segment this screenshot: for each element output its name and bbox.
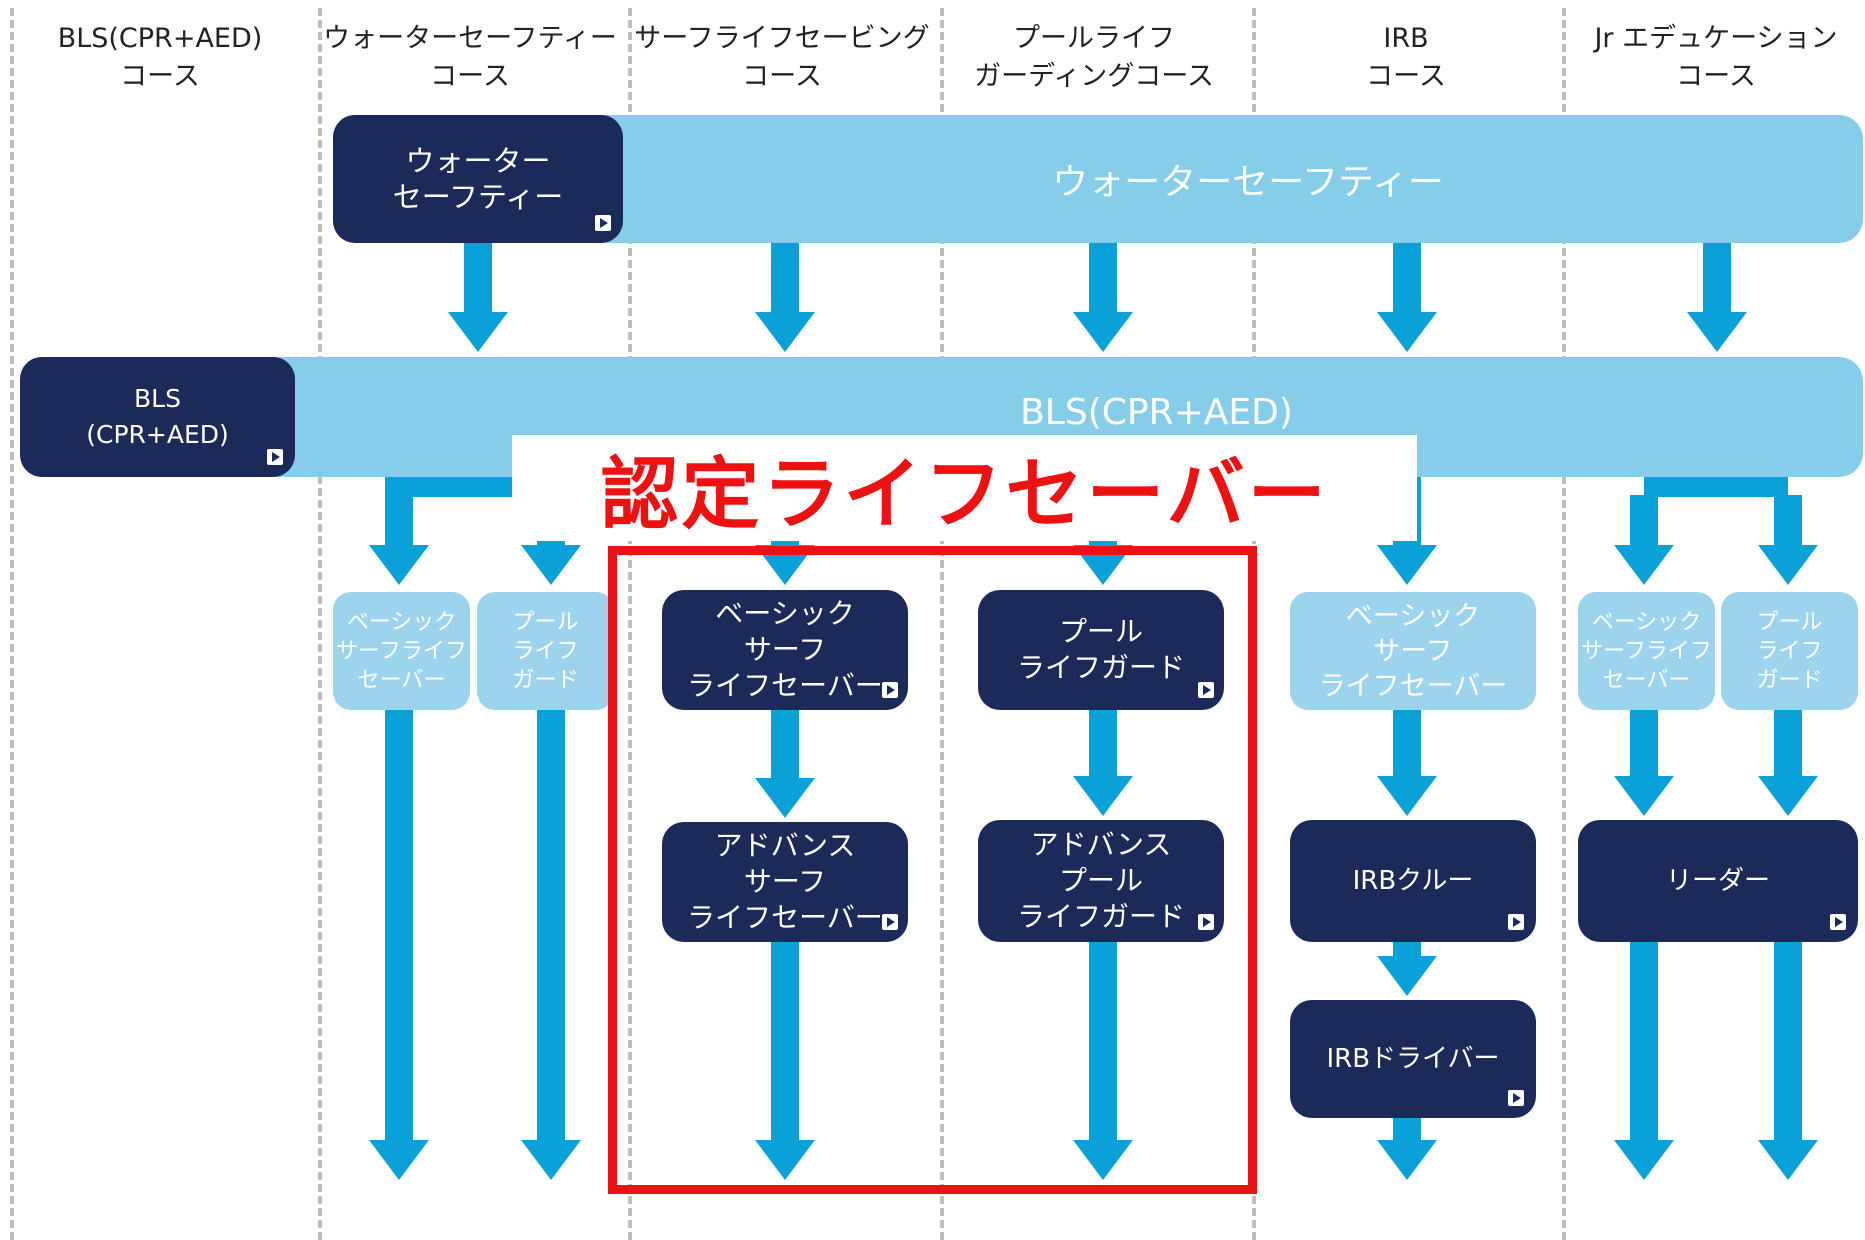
advanced-pool-lifeguard-label: アドバンス プール ライフガード [1016,828,1185,933]
flow-arrow [1758,942,1818,1180]
play-icon[interactable] [267,449,283,465]
flow-arrow [755,243,815,352]
irb-driver-label: IRBドライバー [1326,1044,1500,1074]
play-icon[interactable] [1198,914,1214,930]
column-divider [1562,8,1566,1240]
flow-arrow [1073,710,1133,816]
flow-arrow [1377,710,1437,816]
play-icon[interactable] [1508,914,1524,930]
flow-arrow [755,942,815,1180]
play-icon[interactable] [1198,682,1214,698]
irb-crew-box[interactable]: IRBクルー [1290,820,1536,942]
flow-arrow [369,495,429,585]
column-divider [10,8,14,1240]
flow-arrow [1377,1118,1437,1180]
bls-course-box[interactable]: BLS (CPR+AED) [20,357,295,477]
pool-lifeguard-label: プール ライフガード [1016,615,1185,684]
irb-crew-label: IRBクルー [1352,866,1474,896]
advanced-surf-lifesaver-box[interactable]: アドバンス サーフ ライフセーバー [662,822,908,942]
bls-band-label: BLS(CPR+AED) [1020,391,1293,433]
column-header-pool-lifeguarding: プールライフ ガーディングコース [974,23,1214,92]
play-icon[interactable] [882,914,898,930]
flow-arrow [1073,942,1133,1180]
play-icon[interactable] [1508,1090,1524,1106]
flow-connector [385,477,413,497]
flow-connector [1703,477,1731,497]
flow-arrow [755,710,815,818]
jr-pool-lifeguard-box: プール ライフ ガード [1721,592,1858,710]
flow-arrow [1614,942,1674,1180]
basic-surf-lifesaver-label: ベーシック サーフ ライフセーバー [687,597,883,702]
column-header-surf-lifesaving: サーフライフセービング コース [634,23,930,92]
advanced-pool-lifeguard-box[interactable]: アドバンス プール ライフガード [978,820,1224,942]
column-divider [318,8,322,1240]
flow-arrow [1687,243,1747,352]
flow-arrow [521,710,581,1180]
flow-arrow [1758,495,1818,585]
ws-basic-surf-lifesaver-box: ベーシック サーフライフ セーバー [333,592,470,710]
flow-arrow [1377,942,1437,996]
certified-lifesaver-highlight-frame [608,546,1257,1194]
column-header-bls: BLS(CPR+AED) コース [57,23,263,92]
advanced-surf-lifesaver-label: アドバンス サーフ ライフセーバー [687,829,883,934]
column-header-jr-education: Jr エデュケーション コース [1594,23,1838,92]
water-safety-band-label: ウォーターセーフティー [1052,162,1444,203]
column-header-water-safety: ウォーターセーフティー コース [323,23,617,92]
play-icon[interactable] [1830,914,1846,930]
ws-pool-lifeguard-box: プール ライフ ガード [477,592,614,710]
flow-arrow [369,710,429,1180]
water-safety-course-label: ウォーター セーフティー [392,144,564,214]
pool-lifeguard-box[interactable]: プール ライフガード [978,590,1224,710]
flow-arrow [1614,710,1674,816]
play-icon[interactable] [882,682,898,698]
flow-arrow [1073,243,1133,352]
irb-driver-box[interactable]: IRBドライバー [1290,1000,1536,1118]
irb-basic-surf-lifesaver-box: ベーシック サーフ ライフセーバー [1290,592,1536,710]
water-safety-course-box[interactable]: ウォーター セーフティー [333,115,623,243]
flow-arrow [448,243,508,352]
play-icon[interactable] [595,215,611,231]
basic-surf-lifesaver-box[interactable]: ベーシック サーフ ライフセーバー [662,590,908,710]
jr-basic-surf-lifesaver-box: ベーシック サーフライフ セーバー [1578,592,1715,710]
certified-lifesaver-label: 認定ライフセーバー [512,435,1417,541]
flow-arrow [1614,495,1674,585]
jr-leader-label: リーダー [1665,866,1770,896]
flow-arrow [1758,710,1818,816]
column-header-irb: IRB コース [1366,23,1446,92]
flow-arrow [1377,243,1437,352]
column-divider [940,8,944,1240]
column-divider [628,8,632,1240]
bls-course-label: BLS (CPR+AED) [86,384,229,449]
jr-leader-box[interactable]: リーダー [1578,820,1858,942]
